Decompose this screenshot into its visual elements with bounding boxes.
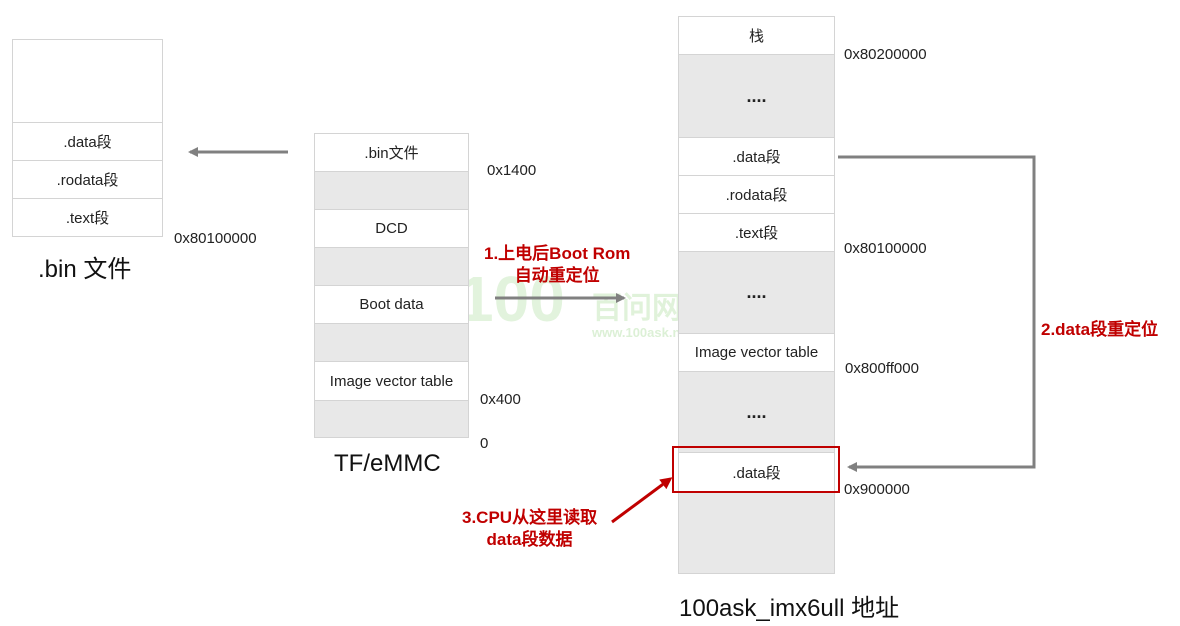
tf-gap-cell-4: [314, 400, 469, 438]
tf-ivt-cell: Image vector table: [314, 361, 469, 401]
mem-bottom-cell: [678, 492, 835, 574]
mem-data-cell: .data段: [678, 137, 835, 176]
mem-address-text-base: 0x80100000: [844, 240, 927, 257]
bin-file-address: 0x80100000: [174, 230, 257, 247]
bin-file-empty-cell: [12, 39, 163, 123]
step3-line2: data段数据: [486, 530, 573, 549]
mem-stack-cell: 栈: [678, 16, 835, 55]
bin-file-data-cell: .data段: [12, 122, 163, 161]
step3-annotation: 3.CPU从这里读取 data段数据: [462, 507, 597, 551]
mem-address-stack: 0x80200000: [844, 46, 927, 63]
tf-emmc-caption: TF/eMMC: [334, 450, 441, 477]
memory-caption: 100ask_imx6ull 地址: [679, 595, 900, 622]
tf-gap-cell-3: [314, 323, 469, 362]
tf-boot-data-cell: Boot data: [314, 285, 469, 324]
mem-ellipsis-cell-1: ....: [678, 54, 835, 138]
tf-address-ivt: 0x400: [480, 391, 521, 408]
bin-file-text-cell: .text段: [12, 198, 163, 237]
tf-bin-file-cell: .bin文件: [314, 133, 469, 172]
step1-line2: 自动重定位: [514, 266, 600, 285]
mem-ellipsis-cell-2: ....: [678, 251, 835, 334]
step1-line1: 1.上电后Boot Rom: [484, 244, 631, 263]
step1-annotation: 1.上电后Boot Rom 自动重定位: [484, 243, 630, 287]
watermark-url: www.100ask.net: [592, 325, 692, 340]
tf-gap-cell-2: [314, 247, 469, 286]
arrow-data-relocate: [838, 155, 1036, 472]
tf-address-zero: 0: [480, 435, 489, 452]
data-reloc-highlight-box: [672, 446, 840, 493]
tf-dcd-cell: DCD: [314, 209, 469, 248]
tf-address-bin-start: 0x1400: [487, 162, 537, 179]
bin-file-caption: .bin 文件: [38, 256, 132, 283]
arrow-cpu-read: [611, 477, 673, 524]
step2-annotation: 2.data段重定位: [1041, 320, 1159, 339]
step3-line1: 3.CPU从这里读取: [462, 508, 598, 527]
mem-address-data-reloc: 0x900000: [844, 481, 910, 498]
mem-text-cell: .text段: [678, 213, 835, 252]
mem-address-ivt: 0x800ff000: [845, 360, 919, 377]
mem-ellipsis-cell-3: ....: [678, 371, 835, 453]
